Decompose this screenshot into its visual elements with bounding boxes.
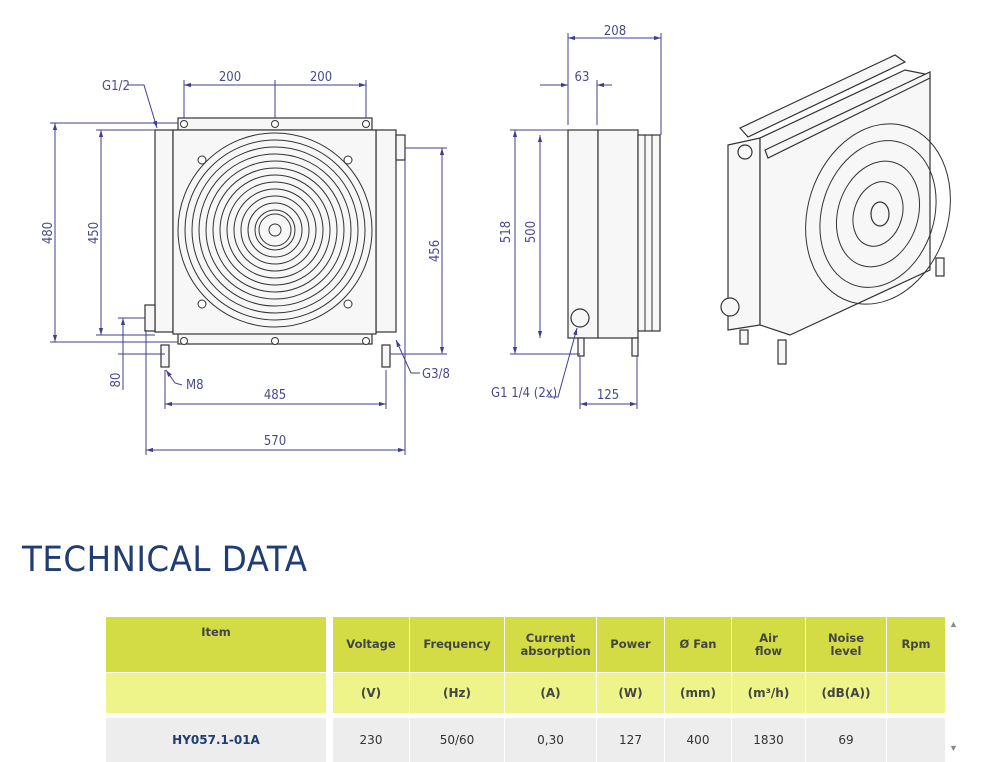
cell-rpm	[887, 718, 946, 762]
dim-208: 208	[604, 24, 626, 39]
dim-63: 63	[575, 70, 590, 85]
dim-518: 518	[499, 221, 514, 243]
dim-480: 480	[41, 222, 56, 244]
cell-fan: 400	[665, 718, 732, 762]
unit-item	[106, 672, 327, 713]
fan-guard-ring	[247, 202, 303, 258]
side-view: 208 63 518 500 G1 1/4 (2x) 125	[491, 24, 662, 409]
unit-fan: (mm)	[665, 672, 732, 713]
technical-data-table: Item Voltage Frequency Current absorptio…	[106, 617, 946, 762]
scroll-up-arrow-icon[interactable]: ▲	[949, 619, 958, 629]
header-power: Power	[597, 617, 665, 672]
cell-power: 127	[597, 718, 665, 762]
header-fan: Ø Fan	[665, 617, 732, 672]
unit-rpm	[887, 672, 946, 713]
unit-noise: (dB(A))	[806, 672, 887, 713]
dim-570: 570	[264, 434, 286, 449]
table-header-row: Item Voltage Frequency Current absorptio…	[106, 617, 946, 672]
thread-g38-label: G3/8	[422, 367, 450, 382]
thread-m8-label: M8	[186, 378, 204, 393]
thread-g114-label: G1 1/4 (2x)	[491, 386, 557, 401]
fan-guard-ring	[198, 153, 352, 307]
dim-125: 125	[597, 388, 619, 403]
fan-guard-ring	[191, 146, 359, 314]
table-row: HY057.1-01A 230 50/60 0,30 127 400 1830 …	[106, 718, 946, 762]
header-current-absorption: Current absorption	[505, 617, 597, 672]
fan-guard-ring	[184, 139, 366, 321]
fan-guard-ring	[219, 174, 331, 286]
section-title: TECHNICAL DATA	[22, 540, 308, 580]
header-air-flow: Air flow	[732, 617, 806, 672]
dim-200-left: 200	[219, 70, 241, 85]
cell-air-flow: 1830	[732, 718, 806, 762]
dim-456: 456	[428, 240, 443, 262]
cell-noise: 69	[806, 718, 887, 762]
fan-guard-ring	[240, 195, 310, 265]
fan-guard-ring	[233, 188, 317, 272]
unit-current: (A)	[505, 672, 597, 713]
unit-voltage: (V)	[333, 672, 410, 713]
dim-200-right: 200	[310, 70, 332, 85]
table-scrollbar[interactable]: ▲ ▼	[946, 617, 962, 755]
cell-current: 0,30	[505, 718, 597, 762]
unit-air-flow: (m³/h)	[732, 672, 806, 713]
dim-485: 485	[264, 388, 286, 403]
cell-item[interactable]: HY057.1-01A	[106, 718, 327, 762]
isometric-view	[720, 54, 951, 365]
table-units-row: (V) (Hz) (A) (W) (mm) (m³/h) (dB(A))	[106, 672, 946, 713]
fan-guard-ring	[205, 160, 345, 300]
unit-power: (W)	[597, 672, 665, 713]
header-noise-level: Noise level	[806, 617, 887, 672]
scroll-down-arrow-icon[interactable]: ▼	[949, 743, 958, 753]
fan-guard-ring	[177, 132, 373, 328]
unit-frequency: (Hz)	[410, 672, 505, 713]
cell-frequency: 50/60	[410, 718, 505, 762]
header-voltage: Voltage	[333, 617, 410, 672]
header-rpm: Rpm	[887, 617, 946, 672]
thread-g12-label: G1/2	[102, 79, 130, 94]
fan-guard-ring	[212, 167, 338, 293]
header-item: Item	[106, 617, 327, 672]
dim-500: 500	[524, 221, 539, 243]
fan-guard-ring	[254, 209, 296, 251]
cell-voltage: 230	[333, 718, 410, 762]
technical-drawing: 200 200 G1/2 480 450 456 80 M8 G3/8 485 …	[41, 24, 951, 455]
header-frequency: Frequency	[410, 617, 505, 672]
front-view: 200 200 G1/2 480 450 456 80 M8 G3/8 485 …	[41, 70, 450, 455]
fan-guard-ring	[226, 181, 324, 279]
dim-80: 80	[109, 373, 124, 388]
dim-450: 450	[87, 222, 102, 244]
